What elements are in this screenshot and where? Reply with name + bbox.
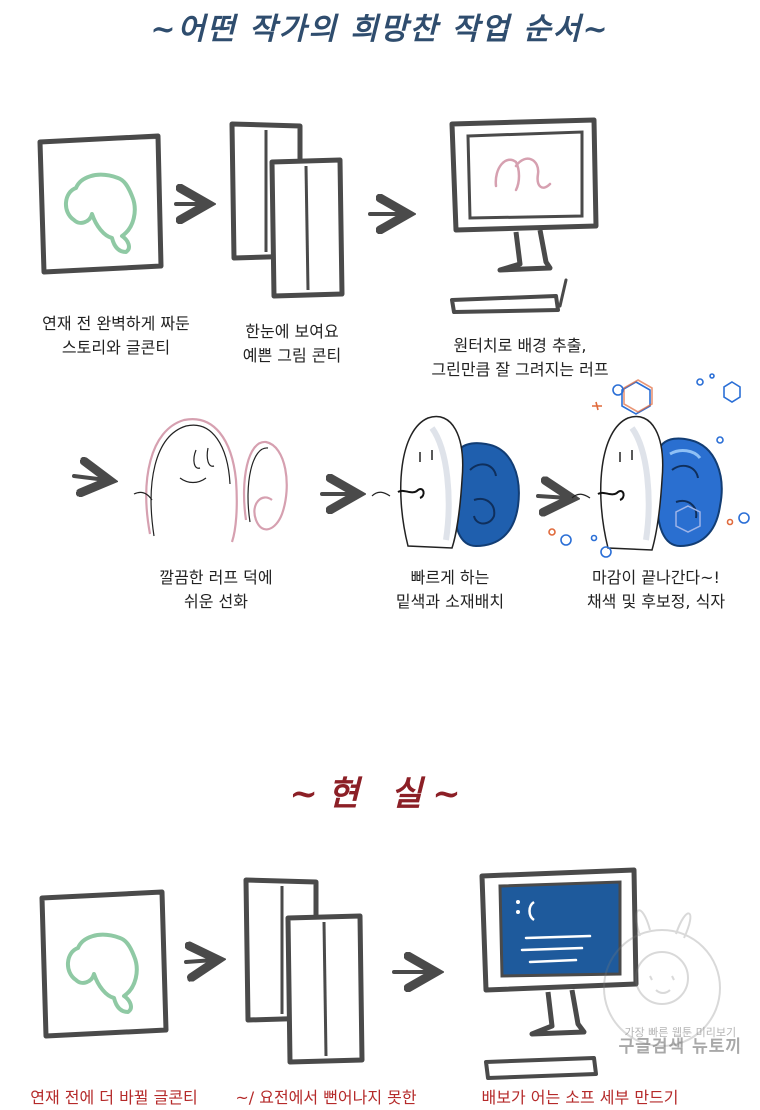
caption-line: 쉬운 선화 — [184, 592, 248, 611]
ghost-flat-color-icon — [371, 415, 520, 549]
ideal-step-3-caption: 원터치로 배경 추출, 그린만큼 잘 그려지는 러프 — [412, 334, 628, 382]
caption-line: 연재 전 완벽하게 짜둔 — [42, 314, 190, 333]
hexagon-sparkle-icon — [548, 373, 750, 558]
bluescreen-monitor-icon — [479, 867, 639, 1080]
caption-line: 채색 및 후보정, 식자 — [586, 592, 726, 611]
caption-line: 스토리와 글콘티 — [61, 338, 171, 357]
ghost-rough-icon — [133, 418, 288, 543]
ideal-title: ~어떤 작가의 희망찬 작업 순서~ — [150, 12, 610, 47]
storyboard-pages-icon — [229, 121, 345, 299]
arrow-right-icon — [536, 496, 568, 498]
ideal-step-6-caption: 마감이 끝나간다~! 채색 및 후보정, 식자 — [558, 566, 754, 614]
site-watermark: 가장 빠른 웹툰 미리보기 구글검색 뉴토끼 — [618, 1026, 742, 1057]
caption-line: 원터치로 배경 추출, — [453, 336, 587, 355]
caption-line: 깔끔한 러프 덕에 — [159, 568, 273, 587]
ideal-step-5-caption: 빠르게 하는 밑색과 소재배치 — [360, 566, 540, 614]
arrow-right-icon — [72, 476, 106, 480]
ideal-step-1-caption: 연재 전 완벽하게 짜둔 스토리와 글콘티 — [16, 312, 216, 360]
ideal-step-4-caption: 깔끔한 러프 덕에 쉬운 선화 — [126, 566, 306, 614]
caption-line: 예쁜 그림 콘티 — [242, 346, 342, 365]
ghost-finished-icon — [571, 415, 723, 551]
watermark-line-1: 가장 빠른 웹툰 미리보기 — [624, 1026, 737, 1039]
bunny-watermark-icon — [603, 909, 721, 1047]
elephant-frame-icon — [37, 133, 164, 275]
monitor-icon — [449, 117, 599, 314]
reality-step-3-caption: 배보가 어는 소프 세부 만드기 — [481, 1088, 679, 1107]
reality-step-2-caption: ~/ 요전에서 뻔어나지 못한 — [235, 1088, 417, 1107]
caption-line: 그린만큼 잘 그려지는 러프 — [431, 360, 609, 379]
storyboard-pages-icon — [243, 877, 365, 1065]
reality-step-1-caption: 연재 전에 더 바뀔 글콘티 — [30, 1088, 198, 1107]
ideal-step-2-caption: 한눈에 보여요 예쁜 그림 콘티 — [202, 320, 382, 368]
arrow-right-icon — [184, 960, 214, 962]
caption-line: 한눈에 보여요 — [245, 322, 339, 341]
caption-line: 마감이 끝나간다~! — [592, 568, 720, 587]
caption-line: 빠르게 하는 — [410, 568, 490, 587]
reality-title: ~현 실~ — [289, 774, 471, 814]
watermark-line-2: 구글검색 뉴토끼 — [618, 1037, 742, 1057]
caption-line: 밑색과 소재배치 — [395, 592, 505, 611]
elephant-frame-icon — [39, 889, 169, 1039]
